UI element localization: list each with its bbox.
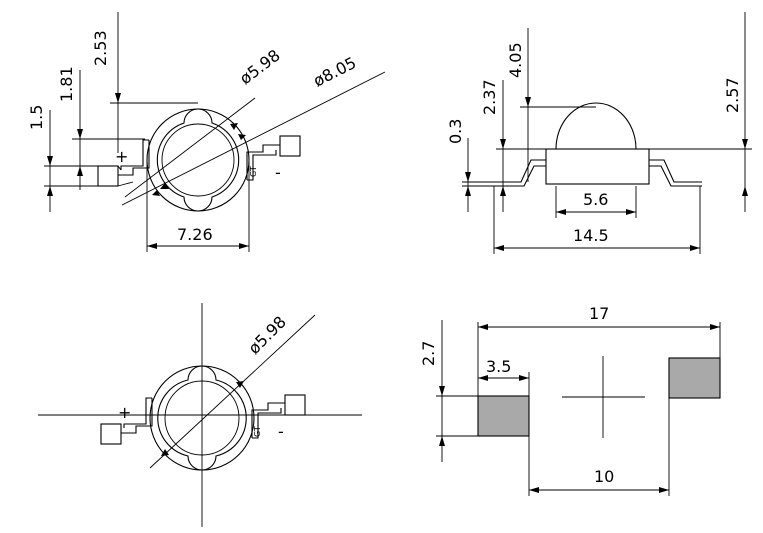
- side-view-2-37-arrow-2: [500, 186, 506, 196]
- side-view-5-6-arrow-2: [626, 209, 636, 215]
- top-view-2-53-arrow: [115, 93, 121, 103]
- side-view-0-3-arrow-1: [465, 172, 471, 182]
- top-view-1-81-label: 1.81: [57, 66, 76, 102]
- footprint-10-arrow-2: [659, 487, 669, 493]
- footprint-3-5-label: 3.5: [486, 357, 511, 376]
- top-view-7-26-arrow-2: [239, 243, 249, 249]
- top-view-minus-mark: -: [275, 163, 281, 182]
- bottom-view-right-lead: [251, 402, 285, 439]
- side-view-2-57-arrow-2: [742, 186, 748, 196]
- top-view-left-lead: [118, 139, 150, 176]
- top-view-1-5-arrow-2: [47, 186, 53, 196]
- top-view-dia-8-05-leader: [121, 71, 386, 206]
- footprint-3-5-arrow-1: [478, 375, 488, 381]
- top-view-dia-8-05-label: ø8.05: [310, 53, 359, 91]
- bottom-view-dia-arrow-2: [161, 449, 169, 456]
- side-view-2-57-label: 2.57: [723, 77, 742, 113]
- top-view-left-lead-edge-2: [117, 181, 134, 187]
- footprint-2-7-arrow-2: [439, 436, 445, 446]
- bottom-view-left-pad: [100, 423, 122, 445]
- top-view-plus-mark: +: [115, 147, 128, 166]
- footprint-17-arrow-2: [710, 324, 720, 330]
- top-view-dia-5-98-label: ø5.98: [236, 46, 284, 89]
- side-view-2-57-arrow-1: [742, 139, 748, 149]
- top-view-gt-mark: GT: [249, 166, 258, 177]
- top-view-2-53-label: 2.53: [91, 30, 110, 66]
- side-view-14-5-arrow-2: [690, 245, 700, 251]
- top-view-dia-arrow-3: [238, 134, 246, 140]
- footprint-10-arrow-1: [529, 487, 539, 493]
- bottom-view-lens-outline: [157, 365, 247, 471]
- bottom-view-lens-circle: [164, 380, 240, 456]
- footprint-17-label: 17: [589, 304, 609, 323]
- top-view-right-pad: [279, 135, 301, 157]
- top-view-1-5-label: 1.5: [27, 105, 46, 130]
- side-view: 4.05 2.37 0.3 2.57 5.6 14.5: [446, 12, 752, 254]
- side-view-5-6-label: 5.6: [583, 190, 608, 209]
- top-view-7-26-label: 7.26: [177, 225, 213, 244]
- footprint-17-arrow-1: [478, 324, 488, 330]
- bottom-view-plus-mark: +: [118, 403, 131, 422]
- footprint-view: 17 3.5 2.7 10: [419, 304, 721, 496]
- top-view-left-lead-edge: [117, 165, 122, 171]
- top-view: ø5.98 ø8.05 2.53 1.81 1.5 7.26 + - GT: [27, 12, 386, 252]
- bottom-view-right-pad: [284, 394, 306, 416]
- side-view-14-5-arrow-1: [494, 245, 504, 251]
- footprint-2-7-arrow-1: [439, 386, 445, 396]
- side-view-14-5-label: 14.5: [573, 226, 609, 245]
- side-view-5-6-arrow-1: [556, 209, 566, 215]
- side-view-2-37-label: 2.37: [480, 79, 499, 115]
- bottom-view-minus-mark: -: [278, 422, 284, 441]
- bottom-view-dia-5-98-label: ø5.98: [244, 312, 290, 358]
- footprint-right-pad: [668, 357, 721, 399]
- side-view-4-05-arrow: [525, 97, 531, 107]
- side-view-0-3-arrow-2: [465, 186, 471, 196]
- bottom-view-left-lead: [121, 397, 153, 434]
- side-view-2-37-arrow-1: [500, 139, 506, 149]
- side-view-0-3-label: 0.3: [446, 119, 465, 144]
- bottom-view-gt-mark: GT: [253, 426, 262, 437]
- side-view-right-lead: [649, 159, 702, 187]
- top-view-dia-arrow-4: [152, 190, 160, 196]
- side-view-dome: [555, 102, 637, 150]
- footprint-left-pad: [477, 395, 530, 437]
- bottom-view-dia-leader: [149, 314, 316, 469]
- side-view-4-05-label: 4.05: [506, 42, 525, 78]
- top-view-7-26-arrow-1: [147, 243, 157, 249]
- bottom-view-dia-arrow-1: [236, 381, 244, 388]
- top-view-dia-arrow-2: [160, 183, 169, 189]
- top-view-1-5-arrow-1: [47, 156, 53, 166]
- footprint-10-label: 10: [594, 467, 614, 486]
- top-view-right-lead: [246, 144, 280, 181]
- footprint-2-7-label: 2.7: [419, 341, 438, 366]
- top-view-1-81-arrow-2: [77, 166, 83, 176]
- top-view-1-81-arrow-1: [77, 129, 83, 139]
- side-view-body: [545, 148, 650, 185]
- top-view-dia-arrow-1: [230, 123, 238, 130]
- top-view-lens-circle: [161, 123, 235, 197]
- footprint-3-5-arrow-2: [519, 375, 529, 381]
- top-view-left-pad: [97, 165, 119, 187]
- bottom-view: ø5.98 + - GT: [38, 303, 362, 527]
- side-view-left-lead: [500, 159, 546, 187]
